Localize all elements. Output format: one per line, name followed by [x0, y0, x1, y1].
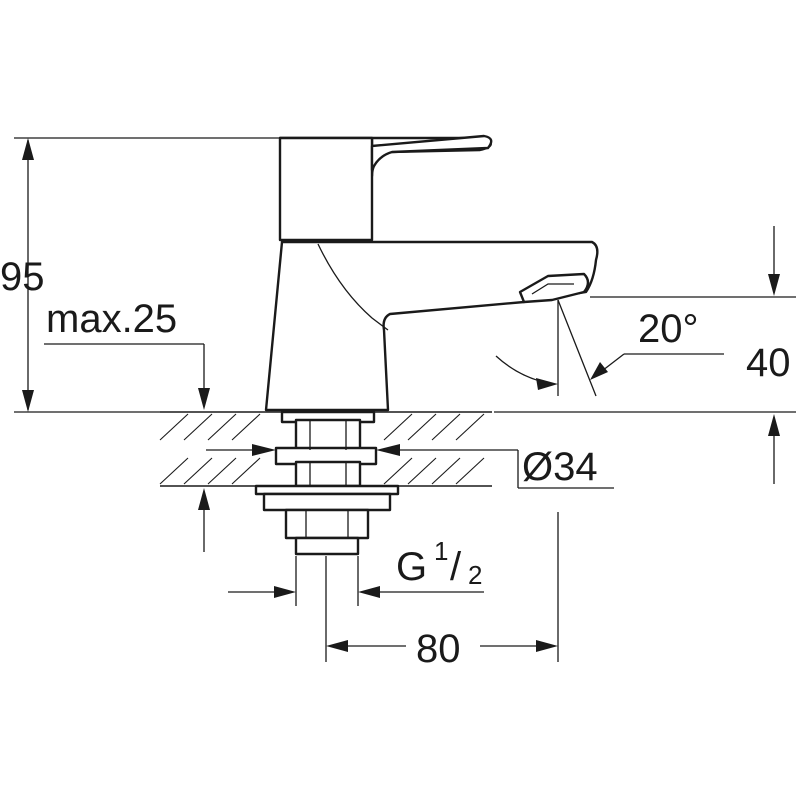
spout-body [264, 240, 599, 412]
label-deck-thickness: max.25 [46, 297, 177, 341]
dimension-spout-height: 40 [494, 226, 796, 484]
label-height-total: 95 [0, 255, 45, 299]
label-shank-diameter: Ø34 [522, 445, 598, 489]
faucet-body [264, 134, 599, 412]
label-spout-height: 40 [746, 341, 791, 385]
deck-hatching-left [159, 413, 261, 485]
body-contour-line [317, 243, 389, 331]
dimension-thread: G 1 / 2 [228, 536, 484, 606]
deck-hatching-right [383, 413, 485, 485]
label-thread-slash: / [450, 545, 462, 589]
dimension-spout-angle: 20° [495, 299, 724, 397]
deck-section [159, 411, 492, 487]
dimension-deck-thickness: max.25 [44, 297, 210, 552]
dimension-total-height: 95 [0, 137, 280, 413]
lever-blade [370, 134, 493, 172]
dimension-shank-diameter: Ø34 [206, 444, 614, 489]
label-spout-angle: 20° [638, 307, 699, 351]
label-thread-numerator: 1 [434, 536, 448, 566]
label-reach: 80 [416, 627, 461, 671]
handle-cap [278, 136, 374, 242]
label-thread-denominator: 2 [468, 560, 482, 590]
dimension-reach: 80 [325, 512, 559, 671]
mounting-shank [254, 410, 400, 556]
aerator [518, 272, 590, 304]
label-thread-letter: G [396, 545, 427, 589]
